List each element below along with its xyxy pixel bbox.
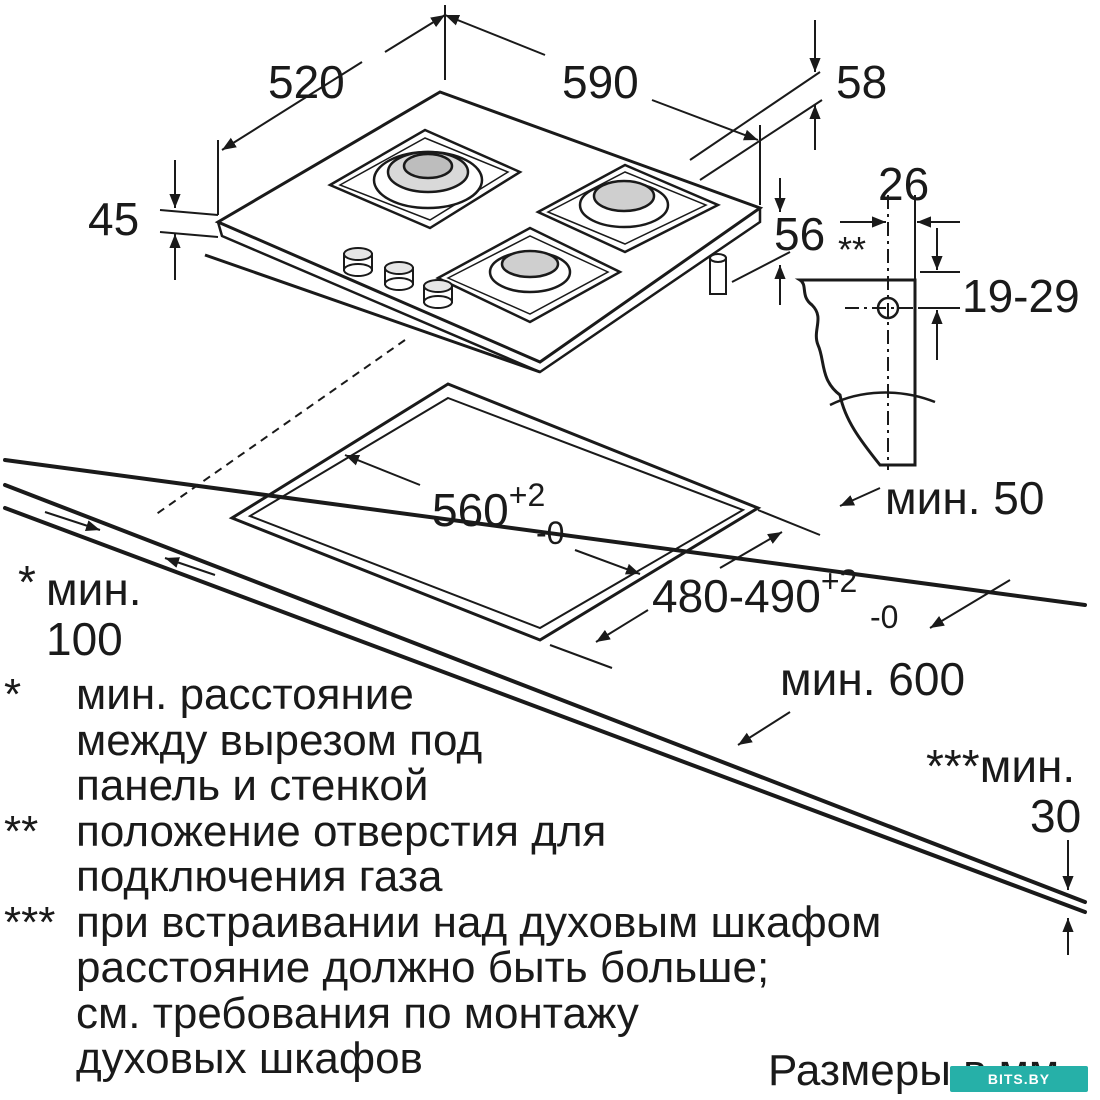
dim-19-29: 19-29 [962,270,1080,322]
dim-590: 590 [562,56,639,108]
footnote-2-mark: ** [4,806,39,856]
footnote-3-line-3: см. требования по монтажу [76,988,639,1038]
worktop [3,458,1087,914]
dim-cutout-width-tol-minus: -0 [536,515,564,551]
footnote-1-line-1: мин. расстояние [76,670,414,719]
gas-connection-detail [794,195,960,470]
footnote-1-line-3: панель и стенкой [76,761,429,810]
control-knobs [343,247,453,309]
dim-56: 56 [774,208,825,260]
dim-58: 58 [836,56,887,108]
dimension-lines [44,5,1074,955]
burner-right [535,163,721,254]
dim-min-600: мин. 600 [780,653,965,705]
footnote-2-line-1: положение отверстия для [76,806,607,856]
burner-front [435,226,623,324]
footnote-2-cont: подключения газа [0,854,1000,900]
burner-rear-left [327,128,523,230]
watermark-text: BITS.BY [987,1071,1051,1087]
dim-cutout-width: 560+2 [432,477,545,536]
footnote-1: * мин. расстояние [0,672,1000,718]
dim-min-30-value: 30 [1030,790,1081,842]
footnote-3-cont: см. требования по монтажу [0,988,1000,1038]
dim-min-100-label: мин. [46,563,142,615]
footnote-3-line-2: расстояние должно быть больше; [76,943,770,992]
dim-cutout-depth: 480-490+2 [652,563,857,622]
footnote-3-line-1: при встраивании над духовым шкафом [76,897,882,947]
footnote-3-cont: духовых шкафов [0,1036,1000,1082]
footnote-3-line-4: духовых шкафов [76,1034,423,1083]
dim-cutout-depth-tol-minus: -0 [870,599,898,635]
footnote-1-cont: панель и стенкой [0,763,1000,809]
dim-26: 26 [878,158,929,210]
watermark-logo: BITS.BY [950,1066,1088,1092]
hob [204,90,764,374]
footnote-1-line-2: между вырезом под [76,715,483,765]
dim-min-100-value: 100 [46,613,123,665]
footnote-2: ** положение отверстия для [0,806,1000,856]
dim-min-100-mark: * [18,556,36,608]
dim-520: 520 [268,56,345,108]
dim-56-mark: ** [838,229,866,270]
footnote-3: *** при встраивании над духовым шкафом [0,897,1000,947]
footnote-3-cont: расстояние должно быть больше; [0,945,1000,991]
footnotes: * мин. расстояние между вырезом под пане… [0,672,1000,1082]
hob-foot [709,253,727,295]
dim-min-50: мин. 50 [885,472,1044,524]
footnote-1-cont: между вырезом под [0,715,1000,765]
projection-line [154,339,406,516]
cutout [228,382,762,642]
footnote-3-mark: *** [4,897,56,947]
footnote-1-mark: * [4,670,22,719]
footnote-2-line-2: подключения газа [76,852,443,901]
dim-min-30-label: ***мин. [926,740,1075,792]
dim-45: 45 [88,193,139,245]
